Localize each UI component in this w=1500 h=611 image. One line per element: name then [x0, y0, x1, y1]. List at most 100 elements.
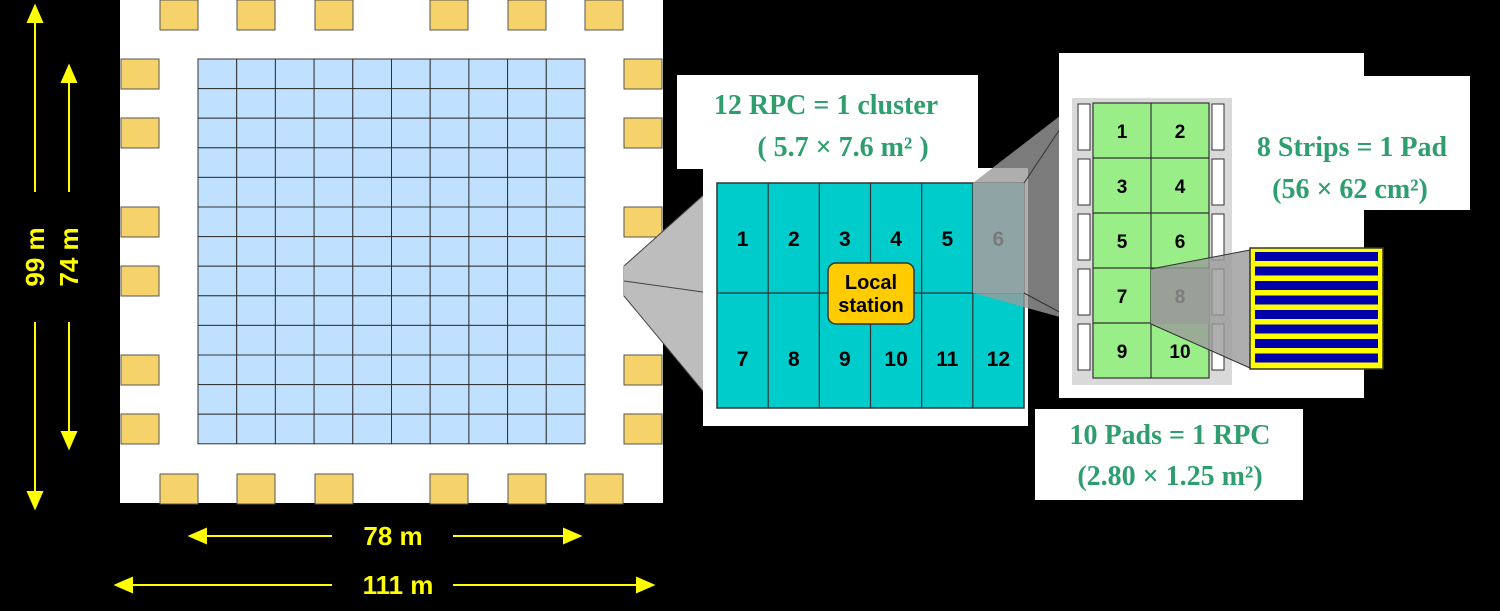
station-bottom-1 [159, 473, 199, 505]
cluster-cell [545, 88, 586, 119]
side-slot-left [1077, 268, 1091, 316]
cluster-cell [352, 117, 392, 149]
cluster-cell [429, 117, 470, 149]
cluster-cell [468, 58, 509, 90]
rpc-label-1: 1 [737, 228, 749, 251]
cluster-cell [507, 206, 547, 238]
cluster-cell [313, 117, 354, 149]
local-station-box [827, 262, 915, 325]
cluster-cell [236, 236, 276, 267]
cluster-cell [507, 147, 547, 178]
cluster-cell [352, 236, 392, 267]
cluster-cell [468, 176, 509, 208]
cluster-cell [236, 324, 276, 356]
height-outer-label: 99 m [20, 227, 50, 286]
cluster-cell [352, 147, 392, 178]
cluster-cell [507, 117, 547, 149]
zoom-line-middle [623, 280, 718, 295]
pad-label-3: 3 [1117, 177, 1128, 198]
cluster-cell [429, 236, 470, 267]
cluster-cell [545, 206, 586, 238]
strip-6 [1255, 324, 1378, 334]
cluster-cell [391, 324, 431, 356]
station-right-2 [623, 117, 663, 149]
cluster-cell [468, 265, 509, 297]
side-slot-right [1211, 158, 1225, 206]
cluster-cell [429, 265, 470, 297]
cluster-cell [313, 236, 354, 267]
cluster-cell [429, 324, 470, 356]
rpc-label-4: 4 [890, 228, 902, 251]
cluster-cell [236, 88, 276, 119]
cluster-cell [391, 88, 431, 119]
cluster-cell [468, 206, 509, 238]
cluster-cell [545, 384, 586, 415]
cluster-cell [313, 354, 354, 386]
zoom-line-top [623, 182, 718, 267]
cluster-cell [507, 176, 547, 208]
pad-label-4: 4 [1175, 177, 1186, 198]
cluster-cell [507, 236, 547, 267]
pad-label-6: 6 [1175, 232, 1186, 253]
station-bottom-2 [236, 473, 276, 505]
station-right-6 [623, 413, 663, 445]
width-inner-label: 78 m [363, 521, 422, 551]
cluster-cell [352, 295, 392, 326]
cluster-cell [197, 384, 238, 415]
station-left-2 [120, 117, 160, 149]
pad-label-1: 1 [1117, 122, 1128, 143]
cluster-cell [429, 176, 470, 208]
strip-3 [1255, 281, 1378, 290]
cluster-cell [429, 88, 470, 119]
cluster-cell [274, 384, 315, 415]
cluster-caption-line2: ( 5.7 × 7.6 m² ) [757, 132, 928, 163]
cluster-cell [429, 295, 470, 326]
width-outer-label: 111 m [363, 570, 434, 600]
cluster-cell [274, 354, 315, 386]
cluster-cell [274, 413, 315, 445]
cluster-cell [468, 295, 509, 326]
cluster-cell [274, 58, 315, 90]
cluster-cell [468, 413, 509, 445]
cluster-cell [545, 354, 586, 386]
pad-label-9: 9 [1117, 342, 1128, 363]
cluster-cell [197, 88, 238, 119]
strip-5 [1255, 310, 1378, 319]
cluster-cell [197, 236, 238, 267]
cluster-cell [352, 354, 392, 386]
cluster-cell [545, 58, 586, 90]
cluster-cell [391, 354, 431, 386]
rpc-label-5: 5 [941, 228, 953, 251]
strip-7 [1255, 339, 1378, 348]
cluster-cell [197, 117, 238, 149]
rpc-label-10: 10 [884, 348, 907, 371]
cluster-cell [391, 384, 431, 415]
cluster-cell [274, 324, 315, 356]
cluster-cell [545, 236, 586, 267]
cluster-cell [352, 384, 392, 415]
rpc-label-2: 2 [788, 228, 800, 251]
cluster-cell [197, 176, 238, 208]
cluster-cell [313, 206, 354, 238]
zoom-wedge-pad [1151, 250, 1250, 368]
strip-8 [1255, 353, 1378, 363]
cluster-cell [197, 295, 238, 326]
cluster-cell [352, 324, 392, 356]
cluster-cell [274, 117, 315, 149]
cluster-cell [545, 265, 586, 297]
station-left-3 [120, 206, 160, 238]
station-left-4 [120, 265, 160, 297]
local-station-line1: Local [845, 272, 897, 294]
side-slot-right [1211, 103, 1225, 151]
strip-1 [1255, 252, 1378, 261]
cluster-cell [313, 384, 354, 415]
zoom-wedge-cluster [624, 183, 717, 408]
cluster-cell [352, 265, 392, 297]
station-right-5 [623, 354, 663, 386]
cluster-cell [197, 58, 238, 90]
cluster-cell [274, 236, 315, 267]
side-slot-left [1077, 103, 1091, 151]
station-left-5 [120, 354, 160, 386]
rpc-caption-line1: 10 Pads = 1 RPC [1069, 420, 1270, 451]
station-bottom-6 [584, 473, 624, 505]
